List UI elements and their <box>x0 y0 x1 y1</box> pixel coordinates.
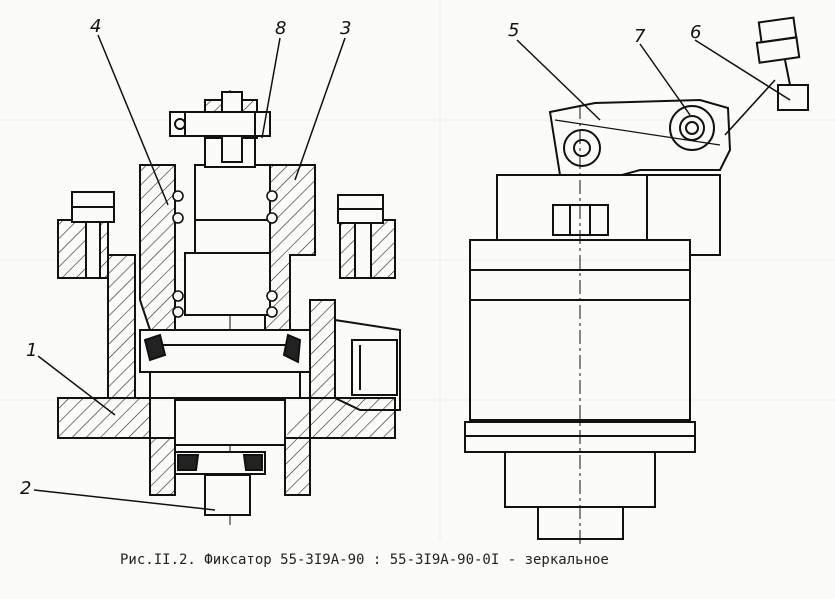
outer-view <box>464 16 809 545</box>
linkage <box>724 79 776 136</box>
leader-lines <box>33 34 791 511</box>
bottom-nut <box>537 506 624 540</box>
lever-arm <box>548 98 732 176</box>
upper-housing-right <box>264 164 316 331</box>
label-6: 6 <box>690 22 702 43</box>
label-2: 2 <box>20 478 32 499</box>
plunger-rod <box>204 474 251 516</box>
lever-nut <box>669 105 715 151</box>
body-left-wall <box>107 254 136 399</box>
section-view <box>57 90 401 525</box>
base-flange <box>57 397 151 439</box>
label-3: 3 <box>340 18 352 39</box>
label-8: 8 <box>275 18 287 39</box>
upper-housing-left <box>139 164 176 331</box>
pivot-nut <box>563 129 601 167</box>
label-1: 1 <box>26 340 38 361</box>
cross-bolt <box>169 111 271 137</box>
label-4: 4 <box>90 16 102 37</box>
shaft-lower <box>184 252 271 316</box>
figure-caption: Рис.II.2. Фиксатор 55-3I9А-90 : 55-3I9А-… <box>120 552 609 568</box>
shaft-upper <box>194 164 271 254</box>
hex-nut <box>552 204 609 236</box>
adjusting-bolt-bottom <box>777 84 809 111</box>
label-7: 7 <box>634 26 646 47</box>
label-5: 5 <box>508 20 520 41</box>
spring-coils <box>172 190 278 318</box>
top-block <box>496 174 648 241</box>
